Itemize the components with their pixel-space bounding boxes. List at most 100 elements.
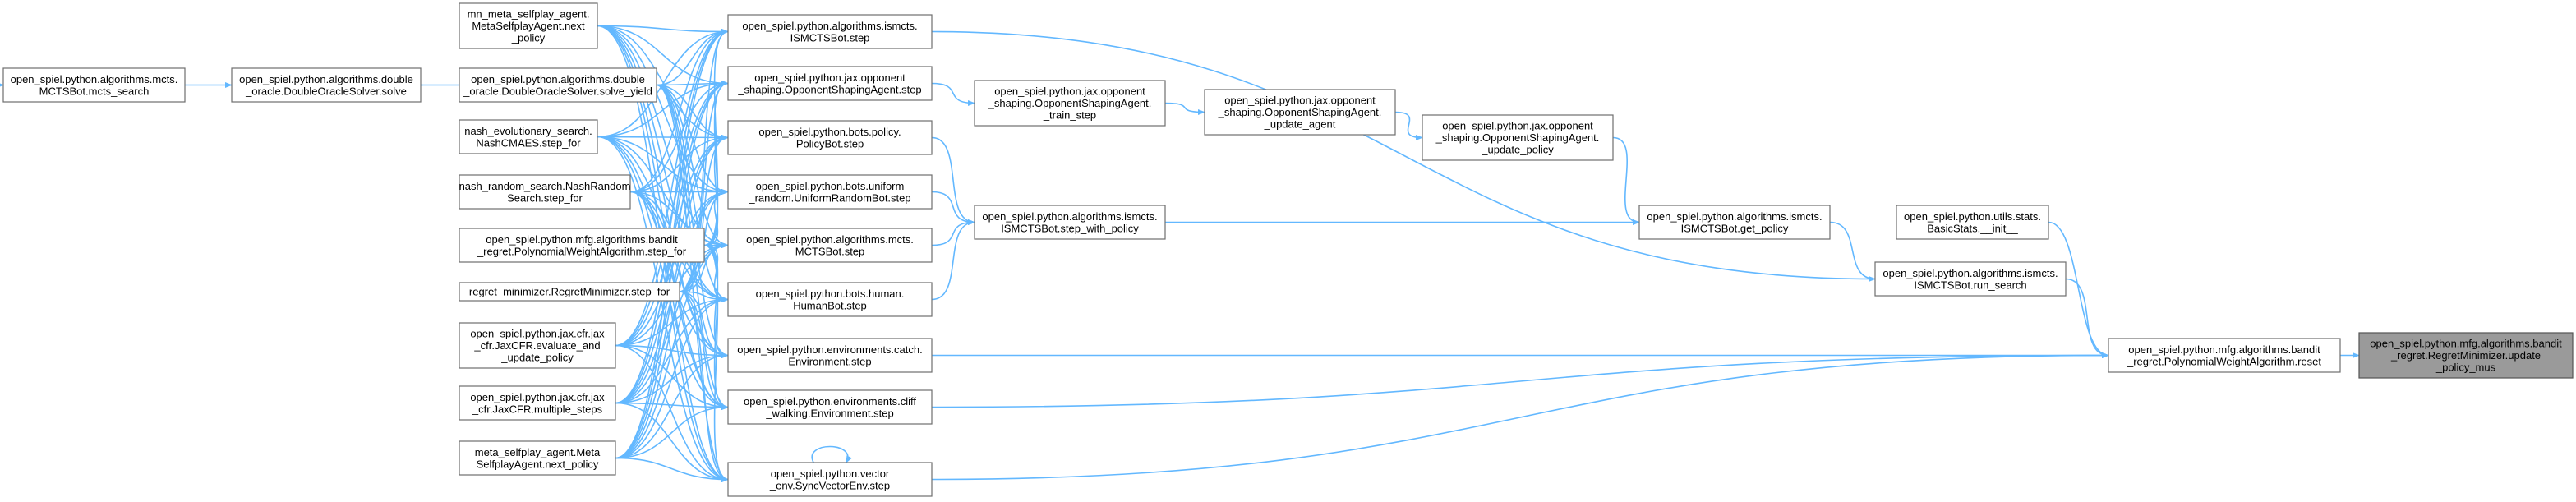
node-box: [727, 228, 933, 263]
edge-meta_next-to-ismcts_step: [597, 25, 729, 35]
node-label-line: _shaping.OpponentShapingAgent.: [988, 97, 1152, 109]
edge-meta_agent_next-to-human: [615, 296, 729, 459]
edge-vector-to-vector: [811, 445, 852, 463]
edge-update_agent-to-update_policy: [1394, 111, 1423, 141]
edge-bandit_step_for-to-cliff: [703, 244, 729, 411]
edge-do_solve_yield-to-ismcts_step: [656, 28, 729, 86]
node-box: [1204, 89, 1396, 136]
node-mcts-search[interactable]: open_spiel.python.algorithms.mcts.MCTSBo…: [2, 67, 186, 103]
node-uniform[interactable]: open_spiel.python.bots.uniform_random.Un…: [727, 174, 933, 210]
node-label-line: open_spiel.python.jax.opponent: [754, 71, 906, 84]
node-policybot[interactable]: open_spiel.python.bots.policy.PolicyBot.…: [727, 120, 933, 155]
node-label-line: _cfr.JaxCFR.multiple_steps: [472, 403, 603, 415]
edge-meta_agent_next-to-opp_step: [615, 80, 729, 459]
node-box: [1422, 114, 1614, 161]
node-label-line: open_spiel.python.utils.stats.: [1904, 210, 2041, 223]
node-label-line: open_spiel.python.algorithms.mcts.: [746, 233, 914, 246]
node-label-line: open_spiel.python.mfg.algorithms.bandit: [2128, 343, 2320, 356]
node-label-line: _policy_mus: [2435, 362, 2496, 374]
node-mcts-step[interactable]: open_spiel.python.algorithms.mcts.MCTSBo…: [727, 228, 933, 263]
node-jaxcfr-eval[interactable]: open_spiel.python.jax.cfr.jax_cfr.JaxCFR…: [459, 322, 616, 369]
node-do-solve-yield[interactable]: open_spiel.python.algorithms.double_orac…: [459, 67, 657, 103]
node-label-line: open_spiel.python.mfg.algorithms.bandit: [2370, 338, 2562, 350]
node-label-line: meta_selfplay_agent.Meta: [475, 446, 601, 458]
node-ismcts-step[interactable]: open_spiel.python.algorithms.ismcts.ISMC…: [727, 14, 933, 49]
node-label-line: open_spiel.python.jax.opponent: [1442, 120, 1593, 132]
edge-jaxcfr_eval-to-vector: [615, 344, 729, 483]
node-meta-agent-next[interactable]: meta_selfplay_agent.MetaSelfplayAgent.ne…: [459, 440, 616, 476]
node-label-line: mn_meta_selfplay_agent.: [468, 8, 590, 21]
node-do-solve[interactable]: open_spiel.python.algorithms.double_orac…: [231, 67, 422, 103]
node-regret-min[interactable]: regret_minimizer.RegretMinimizer.step_fo…: [459, 282, 680, 302]
edge-regret_min-to-policybot: [679, 134, 729, 292]
node-update-agent[interactable]: open_spiel.python.jax.opponent_shaping.O…: [1204, 89, 1396, 136]
node-cliff[interactable]: open_spiel.python.environments.cliff_wal…: [727, 389, 933, 425]
node-label-line: nash_evolutionary_search.: [464, 125, 592, 137]
node-nash-random[interactable]: nash_random_search.NashRandomSearch.step…: [459, 174, 631, 210]
node-update-mus[interactable]: open_spiel.python.mfg.algorithms.bandit _…: [2358, 332, 2574, 379]
node-label-line: regret_minimizer.RegretMinimizer.step_fo…: [469, 286, 670, 298]
node-catch[interactable]: open_spiel.python.environments.catch.Env…: [727, 338, 933, 373]
edge-cliff-to-reset: [931, 352, 2109, 408]
node-label-line: _cfr.JaxCFR.evaluate_and: [473, 339, 600, 352]
edge-nash_evo-to-opp_step: [597, 80, 729, 138]
node-box: [1896, 205, 2049, 240]
edge-nash_random-to-opp_step: [629, 80, 729, 193]
edge-do_solve_yield-to-vector: [656, 84, 729, 483]
node-box: [459, 385, 616, 421]
node-label-line: NashCMAES.step_for: [476, 136, 581, 149]
node-train-step[interactable]: open_spiel.python.jax.opponent_shaping.O…: [974, 80, 1166, 127]
edges: [0, 25, 2360, 483]
node-box: [2358, 332, 2574, 379]
node-vector[interactable]: open_spiel.python.vector_env.SyncVectorE…: [727, 462, 933, 497]
node-label-line: open_spiel.python.jax.opponent: [994, 85, 1145, 98]
edge-uniform-to-step_with_policy: [931, 191, 975, 226]
node-opp-step[interactable]: open_spiel.python.jax.opponent_shaping.O…: [727, 66, 933, 101]
node-label-line: open_spiel.python.bots.uniform: [756, 180, 905, 192]
node-get-policy[interactable]: open_spiel.python.algorithms.ismcts.ISMC…: [1638, 205, 1831, 240]
node-box: [727, 66, 933, 101]
node-jaxcfr-multi[interactable]: open_spiel.python.jax.cfr.jax_cfr.JaxCFR…: [459, 385, 616, 421]
edge-nash_evo-to-ismcts_step: [597, 28, 729, 138]
edge-regret_min-to-human: [679, 291, 729, 303]
node-bandit-step-for[interactable]: open_spiel.python.mfg.algorithms.bandit_…: [459, 228, 705, 263]
node-label-line: _shaping.OpponentShapingAgent.: [1435, 131, 1600, 144]
node-box: [727, 174, 933, 210]
node-box: [459, 322, 616, 369]
edge-run_search-to-reset: [2065, 278, 2109, 359]
node-meta-next[interactable]: mn_meta_selfplay_agent.MetaSelfplayAgent…: [459, 2, 598, 49]
node-box: [2, 67, 186, 103]
node-label-line: BasicStats.__init__: [1927, 222, 2018, 234]
edge-ismcts_step-to-run_search: [931, 30, 1876, 283]
node-step-with-policy[interactable]: open_spiel.python.algorithms.ismcts.ISMC…: [974, 205, 1166, 240]
node-basic-stats[interactable]: open_spiel.python.utils.stats.BasicStats…: [1896, 205, 2049, 240]
node-label-line: Environment.step: [788, 355, 871, 367]
edge-meta_agent_next-to-uniform: [615, 188, 729, 459]
edge-vector-to-reset: [931, 352, 2109, 481]
node-update-policy[interactable]: open_spiel.python.jax.opponent_shaping.O…: [1422, 114, 1614, 161]
node-label-line: _train_step: [1043, 109, 1096, 122]
node-run-search[interactable]: open_spiel.python.algorithms.ismcts.ISMC…: [1874, 261, 2067, 297]
node-box: [1874, 261, 2067, 297]
node-box: [459, 440, 616, 476]
edge-jaxcfr_eval-to-ismcts_step: [615, 28, 729, 347]
edge-meta_next-to-human: [597, 25, 729, 303]
edge-get_policy-to-run_search: [1829, 221, 1876, 283]
edge-jaxcfr_multi-to-cliff: [615, 402, 729, 411]
edge-nash_random-to-policybot: [629, 134, 729, 193]
node-box: [459, 174, 631, 210]
node-label-line: open_spiel.python.vector: [771, 467, 890, 480]
node-nash-evo[interactable]: nash_evolutionary_search.NashCMAES.step_…: [459, 119, 598, 154]
node-label-line: open_spiel.python.algorithms.ismcts.: [982, 210, 1157, 223]
node-label-line: _oracle.DoubleOracleSolver.solve_yield: [463, 85, 652, 97]
edge-basic_stats-to-reset: [2048, 221, 2109, 359]
node-box: [459, 228, 705, 263]
node-label-line: _regret.PolynomialWeightAlgorithm.step_f…: [477, 245, 687, 257]
node-reset[interactable]: open_spiel.python.mfg.algorithms.bandit_…: [2108, 338, 2341, 373]
node-label-line: _random.UniformRandomBot.step: [748, 191, 910, 204]
node-label-line: _update_agent: [1264, 118, 1336, 131]
node-box: [1638, 205, 1831, 240]
node-human[interactable]: open_spiel.python.bots.human.HumanBot.st…: [727, 282, 933, 317]
